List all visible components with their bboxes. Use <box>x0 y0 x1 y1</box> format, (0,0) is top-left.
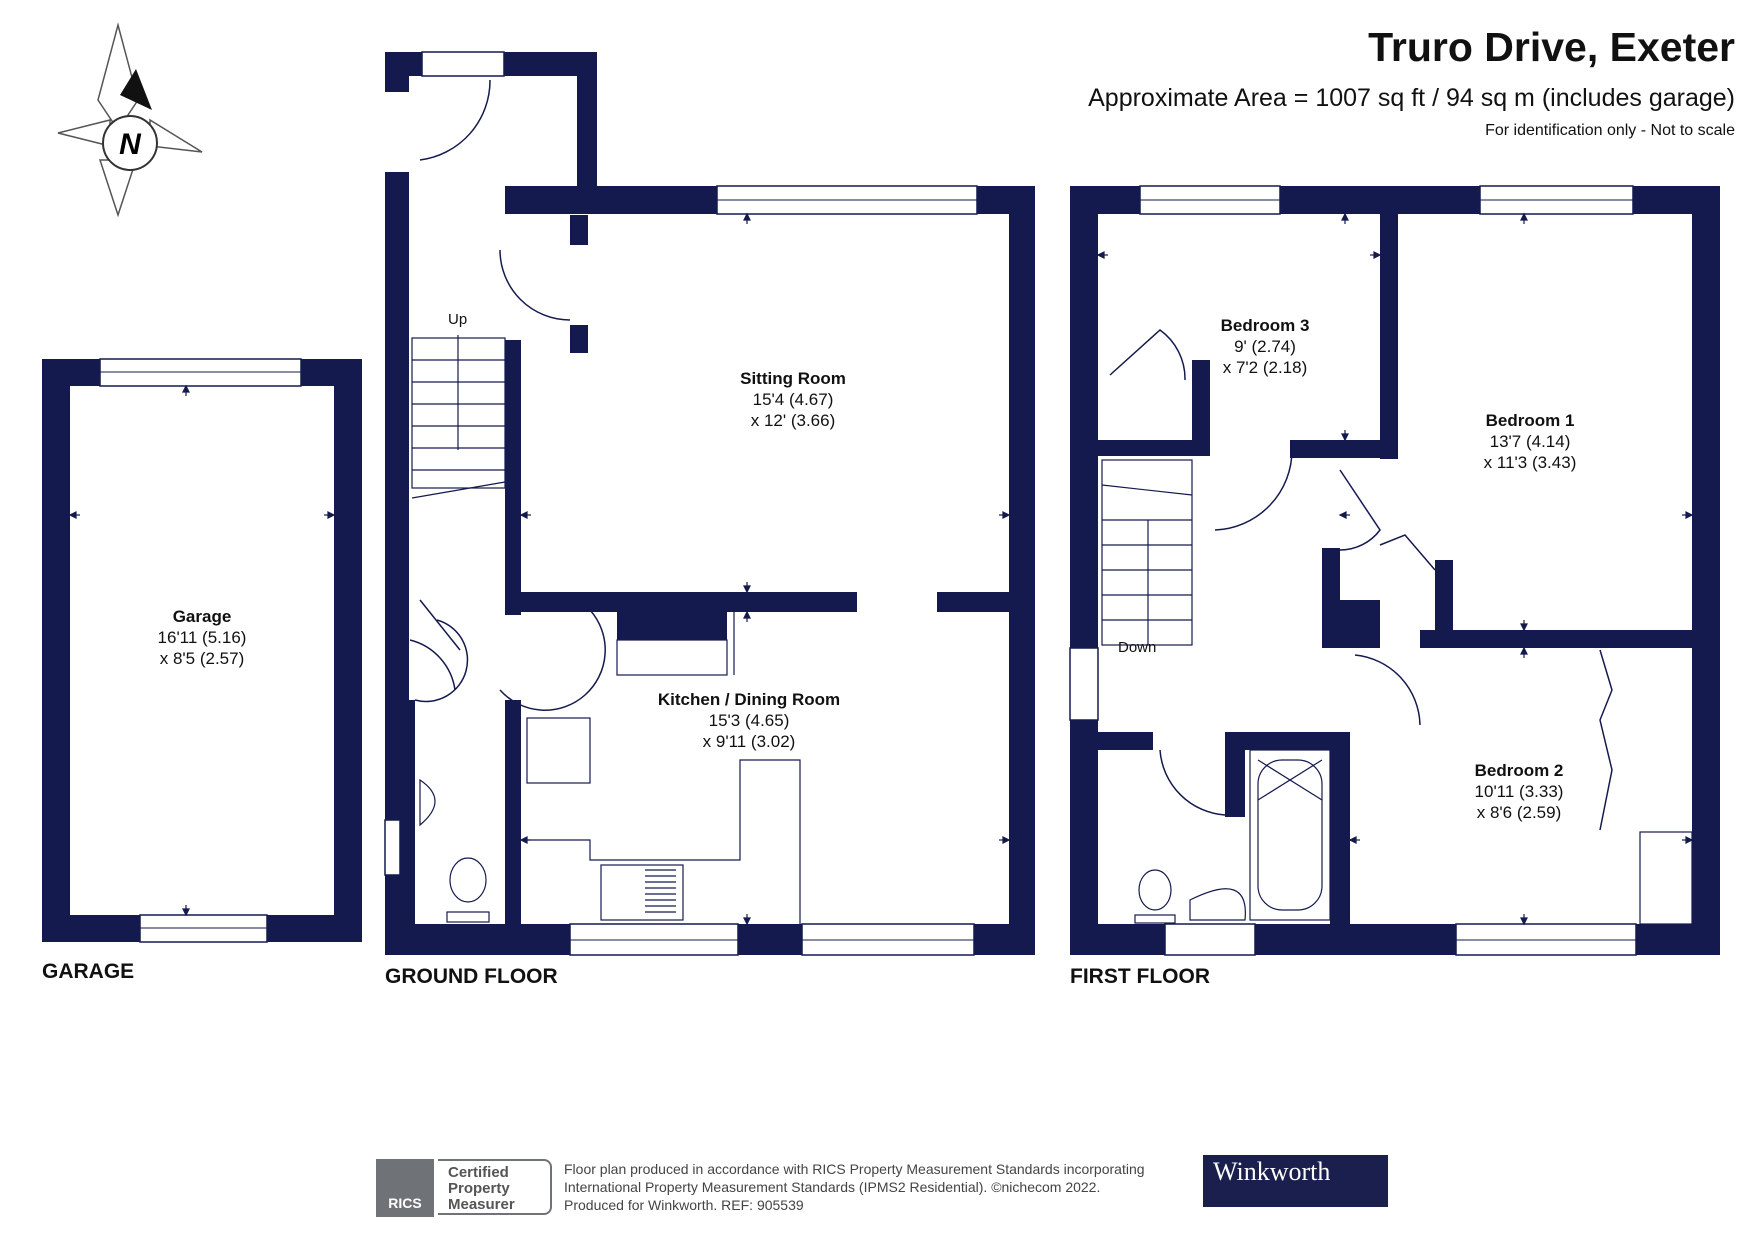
disclaimer: For identification only - Not to scale <box>1485 122 1735 139</box>
room-name: Garage <box>172 607 232 626</box>
dimension-markers <box>68 212 1694 926</box>
rics-line: Measurer <box>448 1196 515 1213</box>
room-dimension: x 8'5 (2.57) <box>159 649 245 668</box>
rics-line: Property <box>448 1180 510 1197</box>
room-dimension: x 11'3 (3.43) <box>1483 453 1577 472</box>
rics-badge-text: RICS <box>388 1195 422 1211</box>
room-bedroom-3: Bedroom 3 9' (2.74) x 7'2 (2.18) <box>1221 315 1310 378</box>
approximate-area: Approximate Area = 1007 sq ft / 94 sq m … <box>1088 84 1735 112</box>
floor-label-garage: GARAGE <box>42 960 135 983</box>
winkworth-logo: Winkworth <box>1203 1155 1388 1207</box>
compass-label: N <box>119 128 142 161</box>
room-name: Bedroom 3 <box>1220 316 1310 335</box>
room-dimension: 16'11 (5.16) <box>157 628 247 647</box>
room-dimension: 13'7 (4.14) <box>1489 432 1571 451</box>
room-dimension: 10'11 (3.33) <box>1474 782 1564 801</box>
footer-line: Produced for Winkworth. REF: 905539 <box>564 1197 804 1213</box>
stairs-down-label: Down <box>1118 639 1157 656</box>
stairs-up-label: Up <box>448 311 468 328</box>
room-sitting-room: Sitting Room 15'4 (4.67) x 12' (3.66) <box>740 368 846 431</box>
floor-label-first: FIRST FLOOR <box>1070 965 1210 988</box>
rics-certified-box: Certified Property Measurer <box>438 1159 552 1215</box>
ground-floor-plan <box>384 51 1035 956</box>
room-kitchen-dining: Kitchen / Dining Room 15'3 (4.65) x 9'11… <box>658 689 840 752</box>
plan-title: Truro Drive, Exeter <box>1368 24 1735 70</box>
rics-line: Certified <box>448 1164 509 1181</box>
room-garage: Garage 16'11 (5.16) x 8'5 (2.57) <box>158 606 247 669</box>
room-dimension: 15'3 (4.65) <box>708 711 790 730</box>
room-dimension: 9' (2.74) <box>1234 337 1296 356</box>
footer-notice: Floor plan produced in accordance with R… <box>564 1160 1204 1214</box>
compass-icon: N <box>57 22 203 218</box>
rics-logo: RICS <box>376 1159 434 1217</box>
garage-plan <box>42 358 362 943</box>
first-floor-plan <box>1069 185 1720 956</box>
room-name: Bedroom 2 <box>1474 761 1564 780</box>
room-dimension: x 7'2 (2.18) <box>1222 358 1308 377</box>
room-dimension: x 8'6 (2.59) <box>1476 803 1562 822</box>
room-dimension: 15'4 (4.67) <box>752 390 834 409</box>
room-bedroom-2: Bedroom 2 10'11 (3.33) x 8'6 (2.59) <box>1475 760 1564 823</box>
room-name: Bedroom 1 <box>1485 411 1575 430</box>
room-name: Kitchen / Dining Room <box>657 690 841 709</box>
room-name: Sitting Room <box>740 369 846 388</box>
room-dimension: x 9'11 (3.02) <box>702 732 796 751</box>
footer-line: International Property Measurement Stand… <box>564 1179 1101 1195</box>
room-bedroom-1: Bedroom 1 13'7 (4.14) x 11'3 (3.43) <box>1484 410 1577 473</box>
floor-label-ground: GROUND FLOOR <box>385 965 558 988</box>
room-dimension: x 12' (3.66) <box>750 411 836 430</box>
footer-line: Floor plan produced in accordance with R… <box>564 1161 1145 1177</box>
